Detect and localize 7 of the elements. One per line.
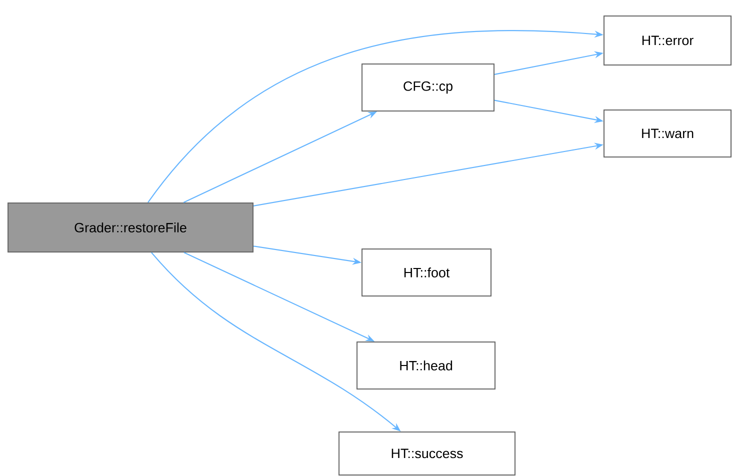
function-box: Grader::restoreFile — [8, 202, 254, 252]
function-box: HT::warn — [604, 110, 732, 158]
function-box: HT::foot — [362, 248, 492, 296]
function-box: HT::error — [604, 16, 732, 66]
function-box: HT::head — [356, 342, 496, 390]
function-box: HT::success — [338, 432, 516, 476]
function-box: CFG::cp — [362, 64, 494, 112]
